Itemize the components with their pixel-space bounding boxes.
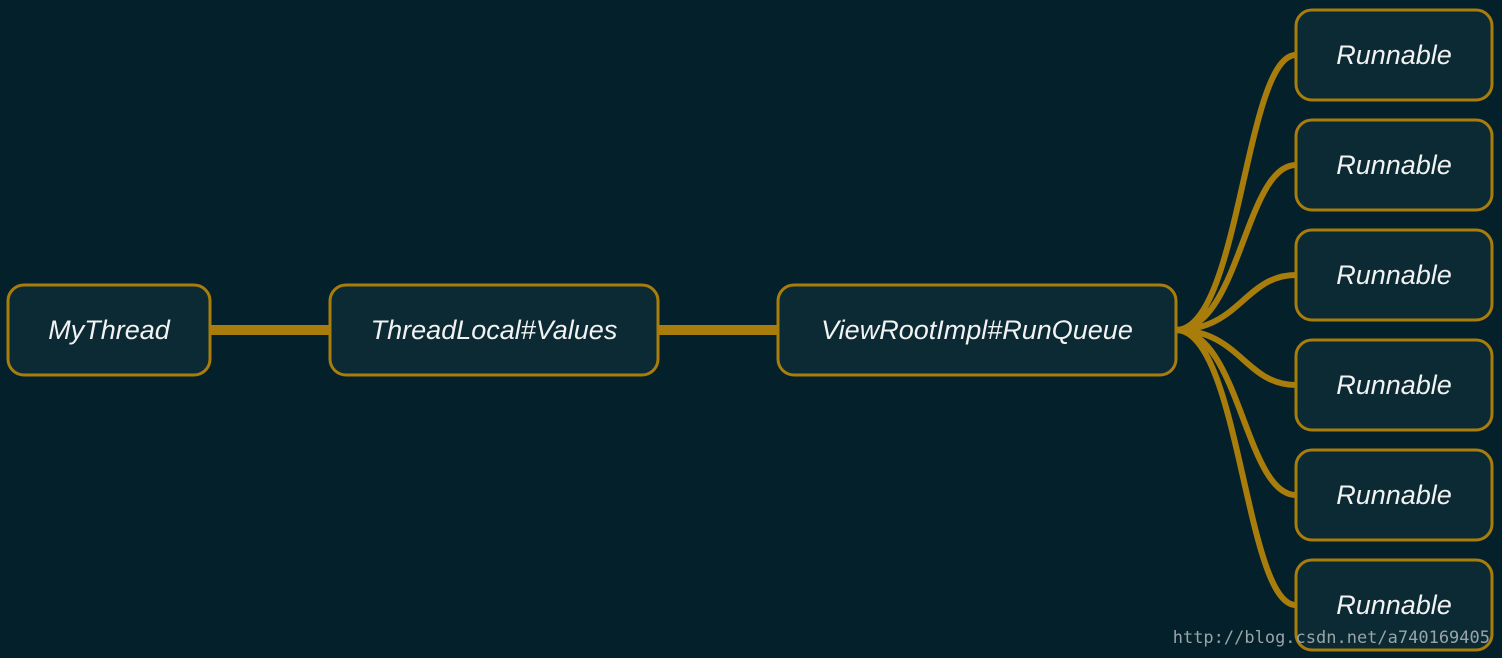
node-runnable-box xyxy=(1294,228,1494,322)
node-mythread-label: MyThread xyxy=(48,315,171,345)
watermark-url: http://blog.csdn.net/a740169405 xyxy=(1173,628,1490,648)
edge-queue-runnable-1 xyxy=(1173,52,1299,333)
node-runnable-box xyxy=(1294,118,1494,212)
node-mythread[interactable]: MyThread xyxy=(6,283,212,377)
node-runnable-box xyxy=(1294,338,1494,432)
node-runnable-label: Runnable xyxy=(1336,590,1452,620)
node-runnable-2[interactable]: Runnable xyxy=(1294,118,1494,212)
edges xyxy=(205,52,1299,608)
node-runnable-label: Runnable xyxy=(1336,370,1452,400)
edge-queue-runnable-6 xyxy=(1173,327,1299,608)
node-threadlocal-values-box xyxy=(328,283,660,377)
node-runnable-label: Runnable xyxy=(1336,480,1452,510)
node-runnable-label: Runnable xyxy=(1336,150,1452,180)
node-runnable-4[interactable]: Runnable xyxy=(1294,338,1494,432)
node-runnable-5[interactable]: Runnable xyxy=(1294,448,1494,542)
node-runnable-box xyxy=(1294,448,1494,542)
node-runnable-box xyxy=(1294,8,1494,102)
edge-queue-runnable-4 xyxy=(1173,327,1299,388)
node-runnable-3[interactable]: Runnable xyxy=(1294,228,1494,322)
node-runqueue[interactable]: ViewRootImpl#RunQueue xyxy=(776,283,1178,377)
edge-queue-runnable-3 xyxy=(1173,272,1299,333)
edge-queue-runnable-5 xyxy=(1173,327,1299,498)
node-runqueue-box xyxy=(776,283,1178,377)
node-threadlocal-values-label: ThreadLocal#Values xyxy=(371,315,618,345)
edge-queue-runnable-2 xyxy=(1173,162,1299,333)
node-runnable-6[interactable]: Runnable xyxy=(1294,558,1494,652)
node-runnable-label: Runnable xyxy=(1336,260,1452,290)
node-mythread-box xyxy=(6,283,212,377)
node-runnable-label: Runnable xyxy=(1336,40,1452,70)
node-runnable-1[interactable]: Runnable xyxy=(1294,8,1494,102)
node-runnable-box xyxy=(1294,558,1494,652)
node-runqueue-label: ViewRootImpl#RunQueue xyxy=(821,315,1133,345)
node-threadlocal-values[interactable]: ThreadLocal#Values xyxy=(328,283,660,377)
